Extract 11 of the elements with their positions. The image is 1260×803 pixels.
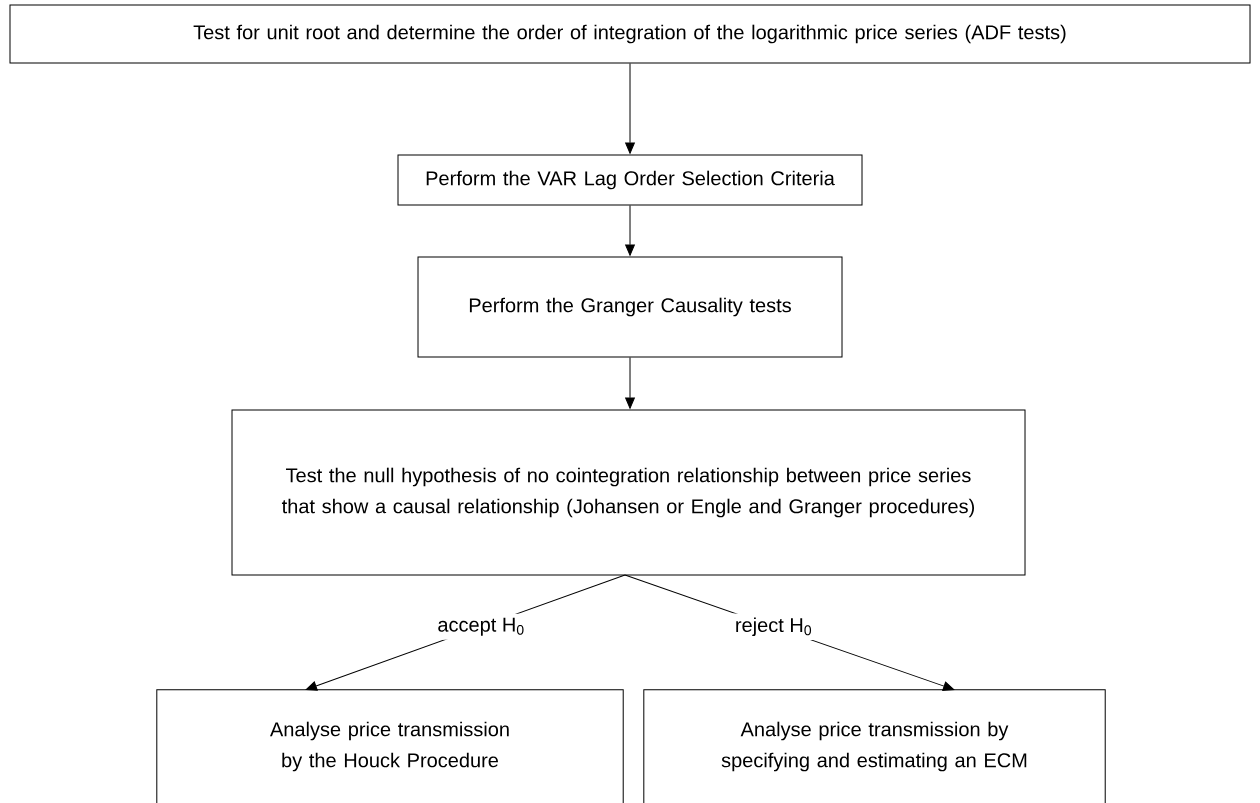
- process-box: Perform the Granger Causality tests: [417, 256, 843, 358]
- arrow: [625, 357, 635, 409]
- process-box: Analyse price transmission by the Houck Procedure: [156, 689, 624, 803]
- edge-label: reject H$_{0}$: [730, 613, 817, 641]
- edge-label: accept H$_{0}$: [433, 613, 529, 640]
- arrow: [625, 63, 635, 154]
- process-box: Perform the VAR Lag Order Selection Criteria: [397, 154, 863, 206]
- arrow: [625, 205, 635, 256]
- process-box: Test for unit root and determine the order of integration of the logarithmic price series (ADF tests): [9, 4, 1251, 64]
- process-box: Analyse price transmission by specifying and estimating an ECM: [643, 689, 1106, 803]
- process-box: Test the null hypothesis of no cointegration relationship between price series that show a causal relationship (Johansen or Engle and Granger procedures): [231, 409, 1026, 576]
